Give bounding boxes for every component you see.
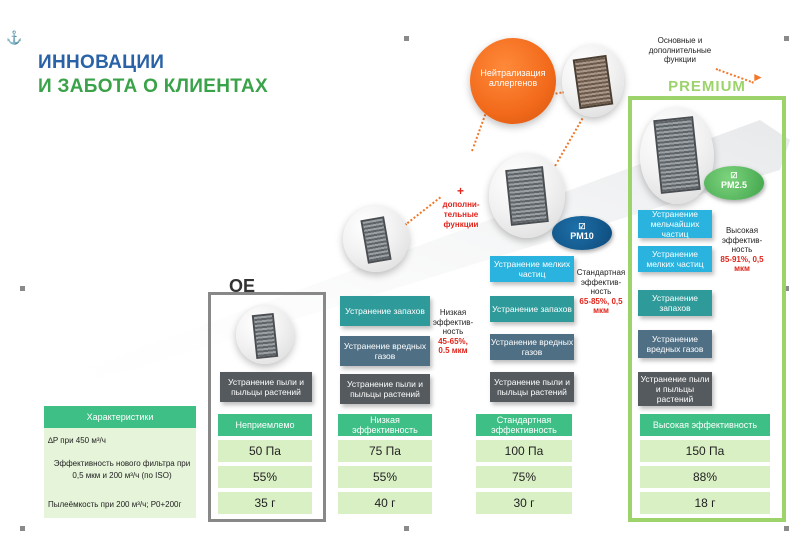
premium-frame bbox=[628, 96, 786, 522]
std-label-dust: Устранение пыли и пыльцы растений bbox=[490, 372, 574, 402]
pm10-label: PM10 bbox=[570, 231, 594, 241]
std-efficiency-note: Стандартная эффектив-ность 65-85%, 0,5 м… bbox=[576, 268, 626, 315]
premium-label-finest: Устранение мельчайших частиц bbox=[638, 209, 712, 239]
pm25-badge: ☑ PM2.5 bbox=[704, 166, 764, 200]
premium-label-odor: Устранение запахов bbox=[638, 290, 712, 316]
premium-header: Высокая эффективность bbox=[640, 414, 770, 436]
low-cell-capacity: 40 г bbox=[338, 492, 432, 514]
table-header-characteristics: Характеристики bbox=[44, 406, 196, 428]
oe-cell-efficiency: 55% bbox=[218, 466, 312, 488]
oe-circle bbox=[236, 306, 294, 364]
pm10-badge: ☑ PM10 bbox=[552, 216, 612, 250]
low-tier-circle bbox=[343, 206, 409, 272]
extra-functions-note: дополни-тельные функции bbox=[442, 200, 480, 229]
premium-cell-capacity: 18 г bbox=[640, 492, 770, 514]
low-cell-dp: 75 Па bbox=[338, 440, 432, 462]
main-extra-functions-note: Основные и дополнительные функции bbox=[648, 36, 712, 64]
selection-handle bbox=[784, 36, 789, 41]
table-label-column bbox=[44, 428, 196, 518]
check-icon: ☑ bbox=[730, 171, 738, 180]
std-label-gases: Устранение вредных газов bbox=[490, 334, 574, 360]
check-icon: ☑ bbox=[578, 222, 586, 231]
selection-handle bbox=[20, 286, 25, 291]
oe-label: Устранение пыли и пыльцы растений bbox=[220, 372, 312, 402]
selection-handle bbox=[404, 526, 409, 531]
low-label-gases: Устранение вредных газов bbox=[340, 336, 430, 366]
low-header: Низкая эффективность bbox=[338, 414, 432, 436]
premium-label-fine: Устранение мелких частиц bbox=[638, 246, 712, 272]
oe-frame bbox=[208, 292, 326, 522]
premium-cell-efficiency: 88% bbox=[640, 466, 770, 488]
std-cell-capacity: 30 г bbox=[476, 492, 572, 514]
filter-image bbox=[653, 116, 701, 194]
selection-handle bbox=[404, 36, 409, 41]
std-header: Стандартная эффективность bbox=[476, 414, 572, 436]
page-title-line1: ИННОВАЦИИ bbox=[38, 52, 165, 73]
premium-efficiency-note: Высокая эффектив-ность 85-91%, 0,5 мкм bbox=[720, 226, 764, 273]
allergen-neutralization-bubble: Нейтрализация аллергенов bbox=[470, 38, 556, 124]
anchor-icon: ⚓ bbox=[6, 30, 23, 45]
premium-label-gases: Устранение вредных газов bbox=[638, 330, 712, 358]
filter-image bbox=[505, 166, 549, 226]
premium-label-dust: Устранение пыли и пыльцы растений bbox=[638, 372, 712, 406]
filter-image bbox=[360, 216, 392, 264]
oe-header: Неприемлемо bbox=[218, 414, 312, 436]
premium-preview-circle bbox=[562, 45, 624, 117]
low-label-odor: Устранение запахов bbox=[340, 296, 430, 326]
plus-sign: + bbox=[457, 184, 465, 198]
page-title-line2: И ЗАБОТА О КЛИЕНТАХ bbox=[38, 76, 268, 97]
table-row-label-capacity: Пылеёмкость при 200 м³/ч; P0+200г bbox=[48, 500, 182, 509]
selection-handle bbox=[20, 526, 25, 531]
std-label-odor: Устранение запахов bbox=[490, 296, 574, 322]
premium-circle bbox=[640, 108, 714, 204]
low-cell-efficiency: 55% bbox=[338, 466, 432, 488]
selection-handle bbox=[784, 286, 789, 291]
filter-image bbox=[572, 54, 614, 110]
premium-cell-dp: 150 Па bbox=[640, 440, 770, 462]
allergen-label: Нейтрализация аллергенов bbox=[480, 68, 546, 88]
oe-title: OE bbox=[228, 276, 255, 296]
low-label-dust: Устранение пыли и пыльцы растений bbox=[340, 374, 430, 404]
pm25-label: PM2.5 bbox=[720, 180, 747, 190]
table-row-label-dp: ∆P при 450 м³/ч bbox=[48, 436, 106, 445]
selection-handle bbox=[784, 526, 789, 531]
oe-cell-capacity: 35 г bbox=[218, 492, 312, 514]
std-cell-dp: 100 Па bbox=[476, 440, 572, 462]
filter-image bbox=[251, 312, 279, 360]
table-row-label-efficiency: Эффективность нового фильтра при 0,5 мкм… bbox=[53, 459, 191, 480]
premium-title: PREMIUM bbox=[668, 78, 746, 95]
low-efficiency-note: Низкая эффектив-ность 45-65%, 0.5 мкм bbox=[432, 308, 474, 355]
std-label-fine: Устранение мелких частиц bbox=[490, 256, 574, 282]
arrow-head-icon: ► bbox=[752, 70, 764, 84]
oe-cell-dp: 50 Па bbox=[218, 440, 312, 462]
std-cell-efficiency: 75% bbox=[476, 466, 572, 488]
standard-tier-circle bbox=[489, 154, 565, 238]
